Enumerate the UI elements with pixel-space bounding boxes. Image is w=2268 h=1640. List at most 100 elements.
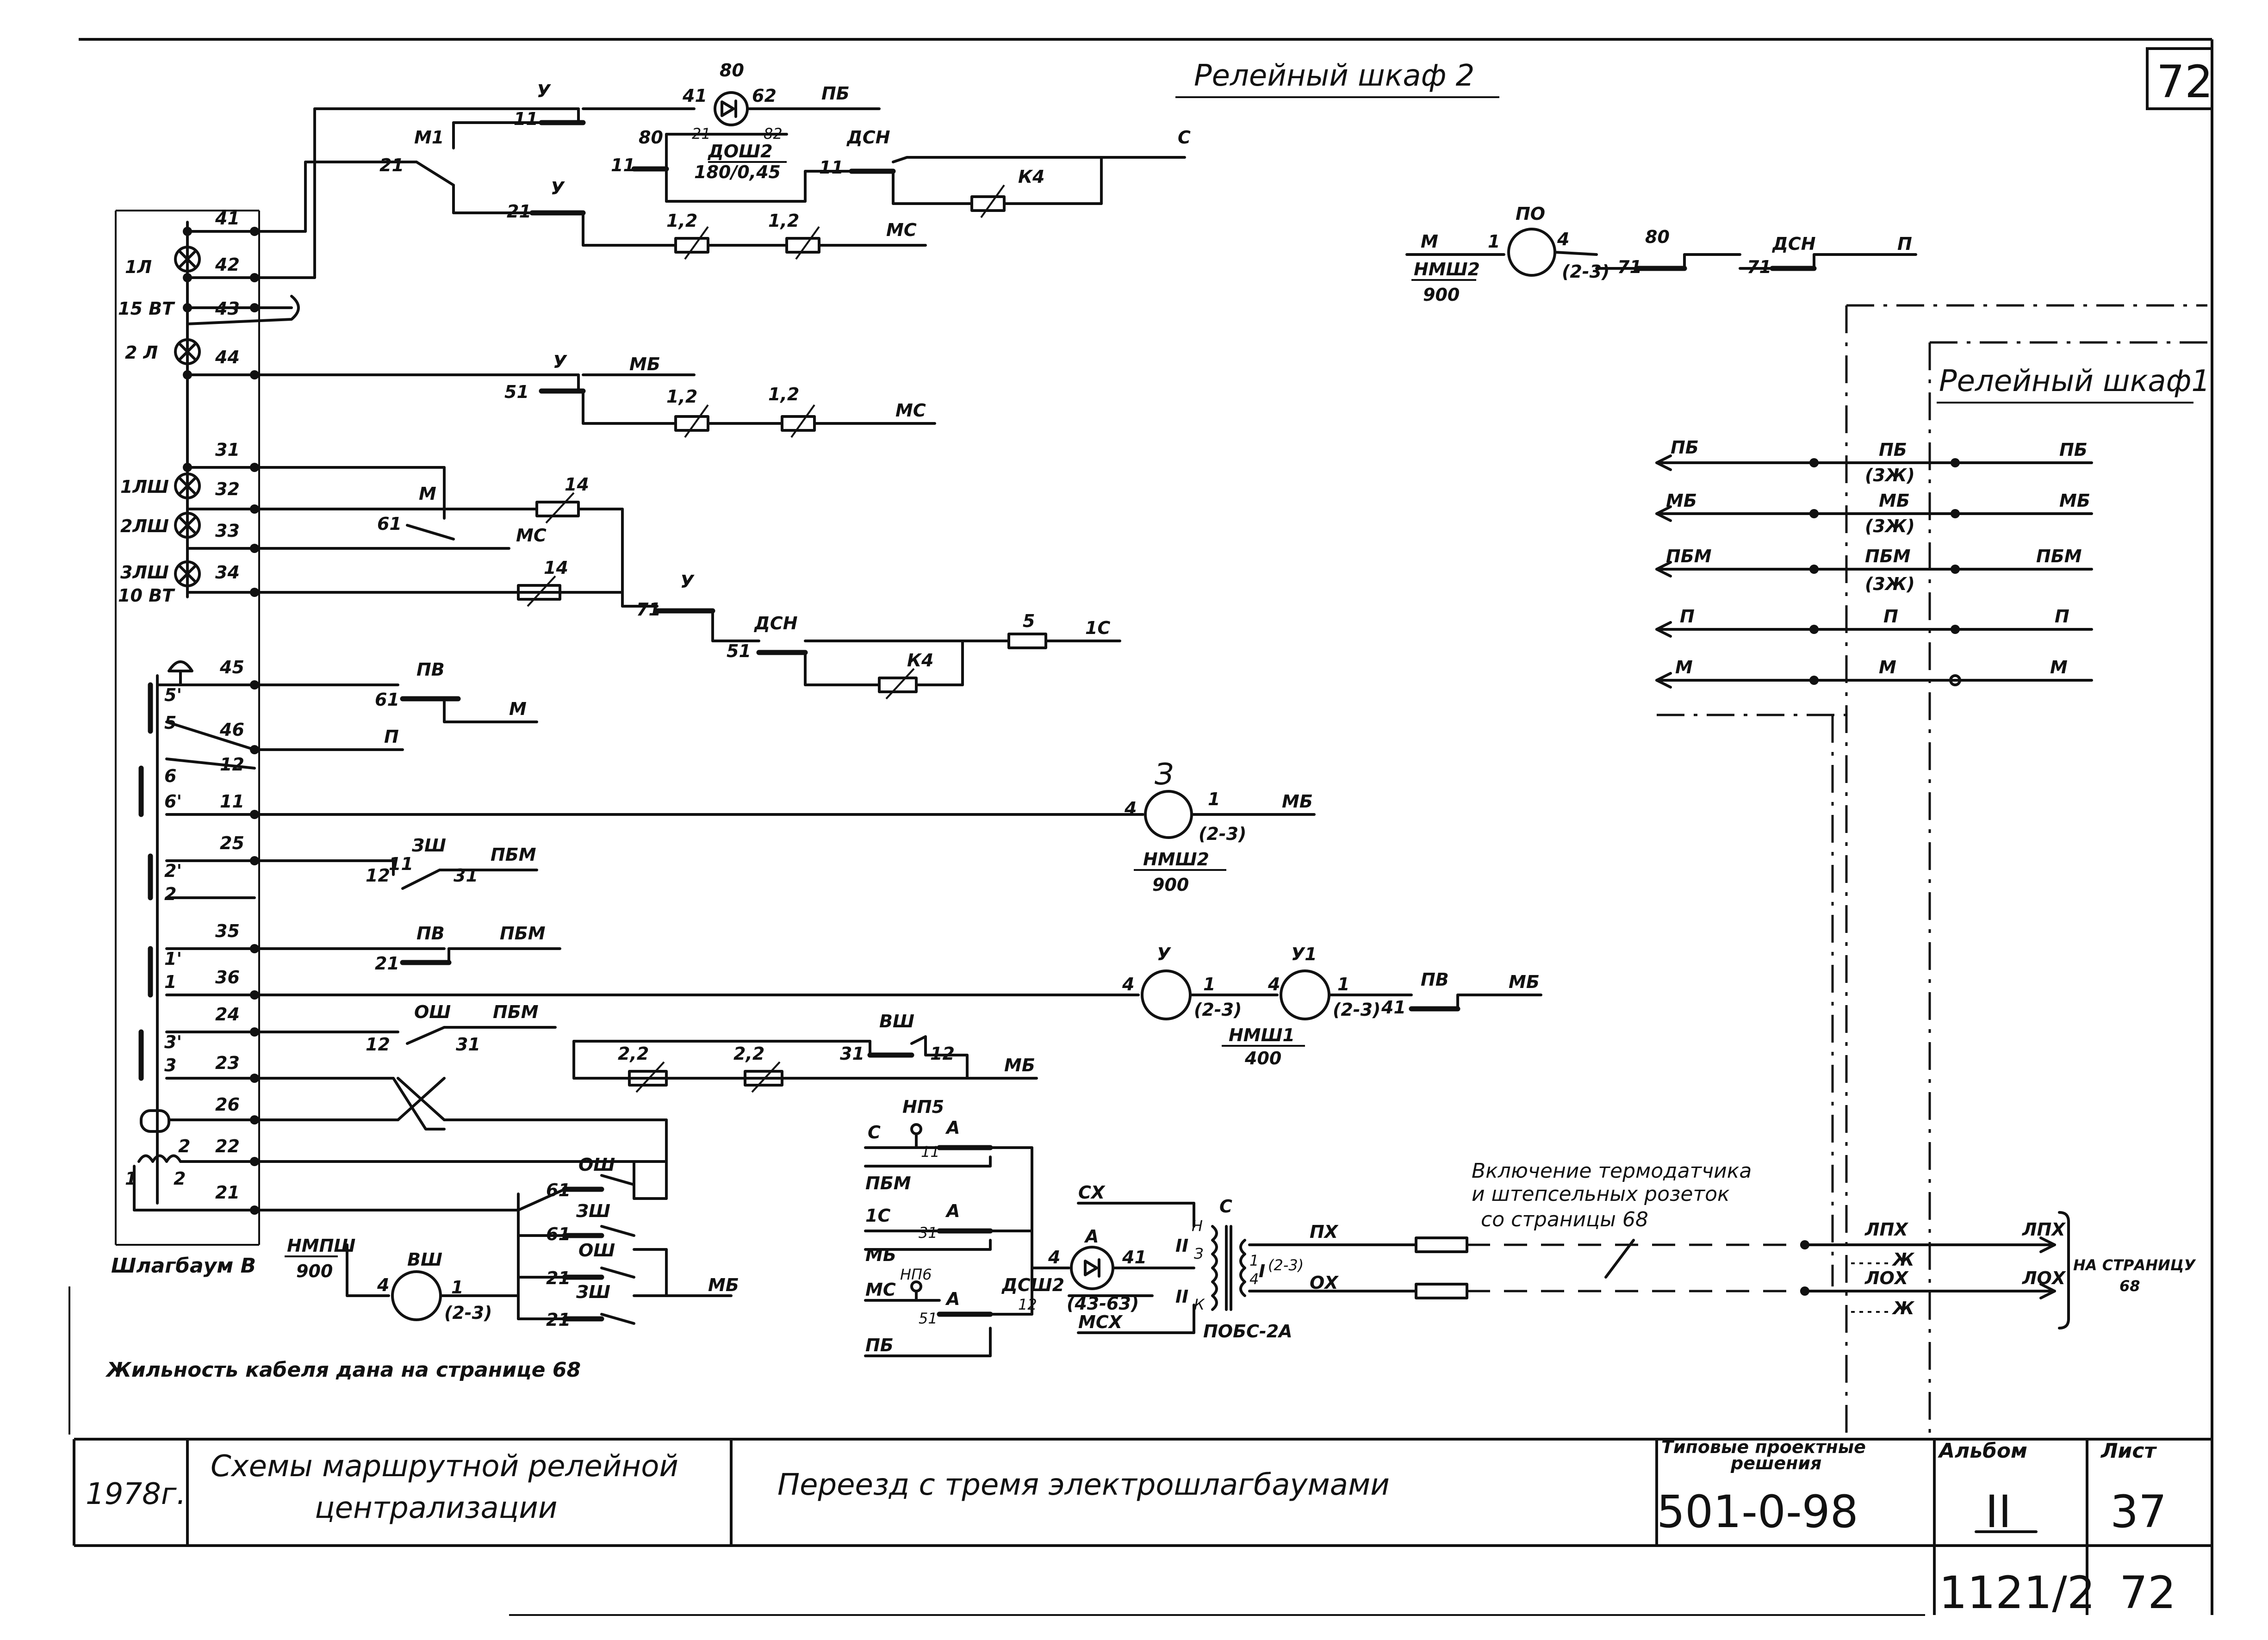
terminal-44: 44 (215, 347, 240, 367)
lamp-2lsh (174, 512, 201, 539)
po-val: 900 (1423, 285, 1460, 305)
lpx-mid: ЛПХ (1864, 1219, 1908, 1240)
rl2-right: ПБМ (2036, 546, 2082, 566)
a-12: 12 (1018, 1296, 1037, 1313)
circuit-44 (539, 373, 936, 438)
circuit-pv2 (253, 947, 561, 965)
terminal-34: 34 (215, 562, 240, 583)
label-80b: 80 (639, 127, 663, 148)
lox-zh2: Ж (1891, 1298, 1915, 1318)
tb-title-main: Переезд с тремя электрошлагбаумами (777, 1468, 1390, 1502)
coil-1: 1 (125, 1168, 137, 1189)
tb-album-label: Альбом (1938, 1439, 2027, 1463)
lamp-label-3lsh: 3ЛШ (120, 562, 169, 583)
circuit-bottom-labels: ОШ 61 ЗШ 61 ОШ 21 ЗШ 21 МБ НМПШ 900 ВШ 4… (287, 1155, 739, 1330)
label-dosh2-val: 180/0,45 (694, 162, 781, 182)
circuit-po-labels: М 1 ПО 4 (2-3) 80 71 ДСН 71 П НМШ2 900 (1414, 204, 1912, 305)
a-ii: II (1175, 1236, 1188, 1256)
circuit-shlamps-labels: М 61 14 МС 14 У 71 ДСН 51 К4 5 1С (377, 474, 1110, 671)
pv2-pbm: ПБМ (500, 923, 546, 944)
label-62: 62 (752, 86, 777, 106)
circuit-zsh (253, 859, 538, 890)
cabinet1-region (1655, 304, 2207, 1435)
osh-r22b: 2,2 (733, 1044, 764, 1064)
terminal-24: 24 (215, 1004, 240, 1025)
contact-3: 3 (164, 1055, 176, 1075)
a-n: Н (1192, 1217, 1203, 1235)
pv2-21: 21 (375, 953, 399, 974)
a-pobs: ПОБС-2А (1203, 1321, 1292, 1342)
a-1c: 1С (865, 1205, 890, 1226)
po-dsn: ДСН (1772, 234, 1816, 254)
rl3-left: П (1680, 606, 1695, 627)
circuit-shlamps (406, 466, 1121, 700)
po-80: 80 (1645, 227, 1670, 247)
rl2-left: ПБМ (1666, 546, 1712, 566)
a-ox: ОХ (1310, 1273, 1339, 1293)
u-mb: МБ (1509, 972, 1540, 992)
u1-title: У1 (1291, 944, 1317, 964)
c44-u: У (553, 352, 567, 372)
label-u2: У (551, 178, 565, 199)
bot-23: (2-3) (444, 1303, 492, 1323)
osh-title: ОШ (414, 1002, 451, 1022)
label-21: 21 (379, 155, 404, 175)
sheet-corner-number: 72 (2156, 56, 2213, 108)
a-cx: СХ (1078, 1182, 1106, 1203)
cs-71: 71 (636, 599, 661, 620)
label-c: С (1178, 127, 1191, 148)
right-line-labels: ПБ ПБ (3Ж) ПБ МБ МБ (3Ж) МБ ПБМ ПБМ (3Ж)… (1666, 437, 2090, 677)
rl0-mid: ПБ (1879, 440, 1907, 460)
tb-std-code: 501-0-98 (1657, 1486, 1858, 1538)
tb-album-value: II (1985, 1486, 2012, 1538)
lamp-label-1l: 1Л (125, 257, 152, 277)
osh-r22a: 2,2 (618, 1044, 649, 1064)
osh-mb: МБ (1004, 1055, 1035, 1075)
cs-mc: МС (516, 525, 547, 546)
z-4: 4 (1124, 798, 1137, 819)
terminal-41: 41 (215, 208, 240, 229)
bot-4: 4 (377, 1275, 389, 1295)
a-ii2: II (1175, 1286, 1188, 1307)
a-c: С (868, 1122, 881, 1143)
tb-std-label-1: Типовые проектные (1661, 1437, 1866, 1457)
bot-61a: 61 (546, 1180, 571, 1200)
terminal-strip (115, 210, 260, 1246)
bot-21a: 21 (546, 1268, 571, 1288)
cs-61: 61 (377, 514, 402, 534)
barrier-contact-labels: 5' 5 6 6' 2' 2 1' 1 3' 3 1 2 2 (125, 685, 190, 1189)
thermo-note-3: со страницы 68 (1481, 1208, 1648, 1231)
bot-mb: МБ (708, 1275, 739, 1295)
label-m1: М1 (414, 127, 444, 148)
u1-4: 4 (1268, 974, 1280, 994)
tb-title-left-1: Схемы маршрутной релейной (211, 1449, 678, 1484)
u-title: У (1157, 944, 1171, 964)
lamp-wiring (186, 107, 621, 594)
circuit-pv (253, 683, 538, 751)
z-23: (2-3) (1199, 824, 1246, 844)
rl4-left: М (1675, 657, 1693, 677)
contact-6p: 6' (164, 791, 182, 812)
u-23: (2-3) (1194, 1000, 1242, 1020)
circuit-u (253, 969, 1542, 1047)
rl0-right: ПБ (2059, 440, 2088, 460)
bot-val: 900 (296, 1261, 333, 1281)
lamp-2l (174, 338, 201, 365)
u-val: 400 (1244, 1048, 1281, 1068)
pv-61: 61 (375, 690, 399, 710)
coil-2b: 2 (174, 1168, 186, 1189)
title-block: 1978г. Схемы маршрутной релейной централ… (86, 1437, 2176, 1619)
cs-k4: К4 (907, 650, 934, 671)
terminal-25: 25 (220, 833, 244, 853)
thermo-note-1: Включение термодатчика (1472, 1159, 1752, 1183)
circuit-osh (253, 1026, 1038, 1163)
label-11: 11 (514, 109, 538, 129)
label-dsh-82: 82 (764, 125, 783, 143)
contact-3p: 3' (164, 1032, 182, 1052)
z-title: З (1155, 758, 1174, 792)
bot-vsh: ВШ (407, 1249, 442, 1270)
terminal-31: 31 (215, 440, 240, 460)
circuit-top-labels: У 11 М1 21 80 41 62 ПБ 21 82 ДОШ2 180/0,… (379, 60, 1191, 240)
coil-2: 2 (178, 1136, 190, 1156)
